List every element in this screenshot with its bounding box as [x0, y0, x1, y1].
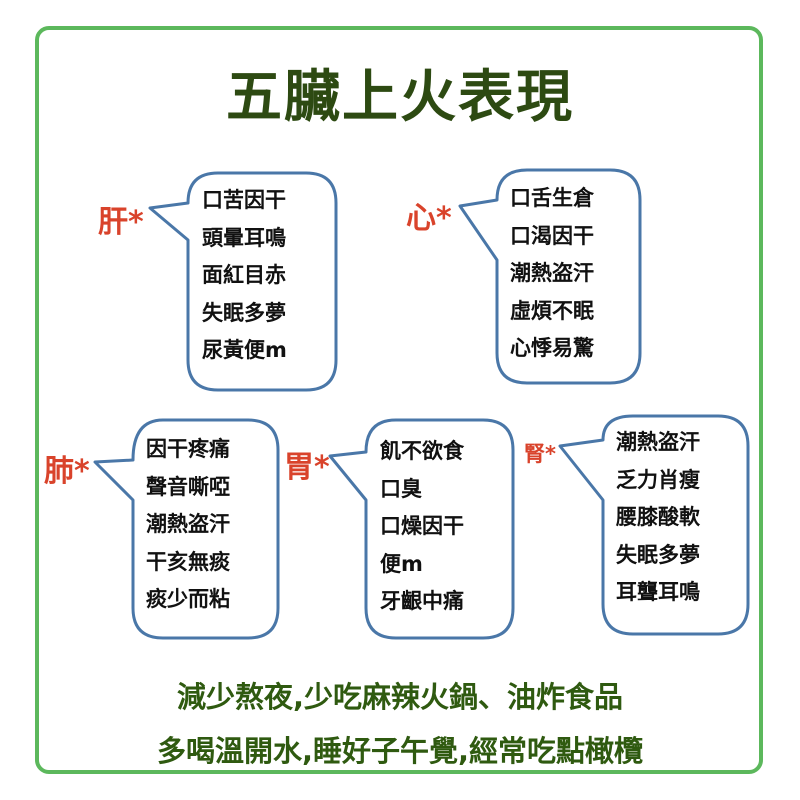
- symptom: 痰少而粘: [146, 587, 230, 611]
- symptom: 失眠多夢: [202, 300, 286, 325]
- symptom: 潮熱盗汗: [146, 512, 230, 536]
- symptom: 飢不欲食: [380, 439, 464, 463]
- symptom: 口渴因干: [510, 223, 594, 248]
- organ-label-lung: 肺*: [44, 454, 90, 489]
- green-frame: [35, 26, 763, 774]
- symptom: 乏力肖瘦: [616, 467, 700, 492]
- advice-line-1: 減少熬夜,少吃麻辣火鍋、油炸食品: [176, 680, 624, 714]
- symptom-list-lung: 因干疼痛 聲音嘶啞 潮熱盗汗 干亥無痰 痰少而粘: [146, 431, 230, 619]
- organ-label-kidney: 腎*: [524, 442, 556, 466]
- symptom: 口苦因干: [202, 188, 286, 212]
- bubble-heart: [458, 168, 642, 385]
- bubble-liver: [148, 171, 338, 392]
- symptom: 干亥無痰: [146, 549, 230, 574]
- symptom-list-stomach: 飢不欲食 口臭 口燥因干 便m 牙齦中痛: [380, 433, 464, 621]
- symptom-list-liver: 口苦因干 頭暈耳鳴 面紅目赤 失眠多夢 尿黃便m: [202, 182, 287, 370]
- organ-label-stomach: 胃*: [284, 450, 330, 485]
- symptom: 潮熱盗汗: [616, 430, 700, 454]
- symptom: 潮熱盗汗: [510, 261, 594, 285]
- symptom-list-heart: 口舌生倉 口渴因干 潮熱盗汗 虛煩不眠 心悸易驚: [510, 180, 594, 368]
- symptom: 面紅目赤: [202, 263, 286, 287]
- symptom: 便m: [380, 551, 423, 576]
- symptom: 因干疼痛: [146, 437, 230, 461]
- bubble-lung: [93, 418, 280, 640]
- symptom: 腰膝酸軟: [616, 505, 700, 529]
- symptom-list-kidney: 潮熱盗汗 乏力肖瘦 腰膝酸軟 失眠多夢 耳聾耳鳴: [616, 424, 700, 612]
- symptom: 口燥因干: [380, 514, 464, 538]
- advice-line-2: 多喝溫開水,睡好子午覺,經常吃點橄欖: [156, 734, 644, 768]
- symptom: 頭暈耳鳴: [202, 225, 286, 250]
- symptom: 口舌生倉: [510, 186, 594, 210]
- bubble-kidney: [558, 414, 750, 636]
- symptom: 虛煩不眠: [510, 298, 594, 323]
- bubble-stomach: [328, 418, 515, 640]
- symptom: 尿黃便m: [202, 338, 287, 362]
- symptom: 心悸易驚: [510, 336, 594, 360]
- symptom: 耳聾耳鳴: [616, 580, 700, 604]
- organ-label-heart: 心*: [406, 201, 452, 236]
- symptom: 牙齦中痛: [380, 589, 464, 613]
- symptom: 聲音嘶啞: [146, 474, 230, 499]
- organ-label-liver: 肝*: [98, 205, 144, 240]
- page-title: 五臟上火表現: [226, 65, 574, 130]
- symptom: 口臭: [380, 476, 422, 501]
- symptom: 失眠多夢: [616, 542, 700, 567]
